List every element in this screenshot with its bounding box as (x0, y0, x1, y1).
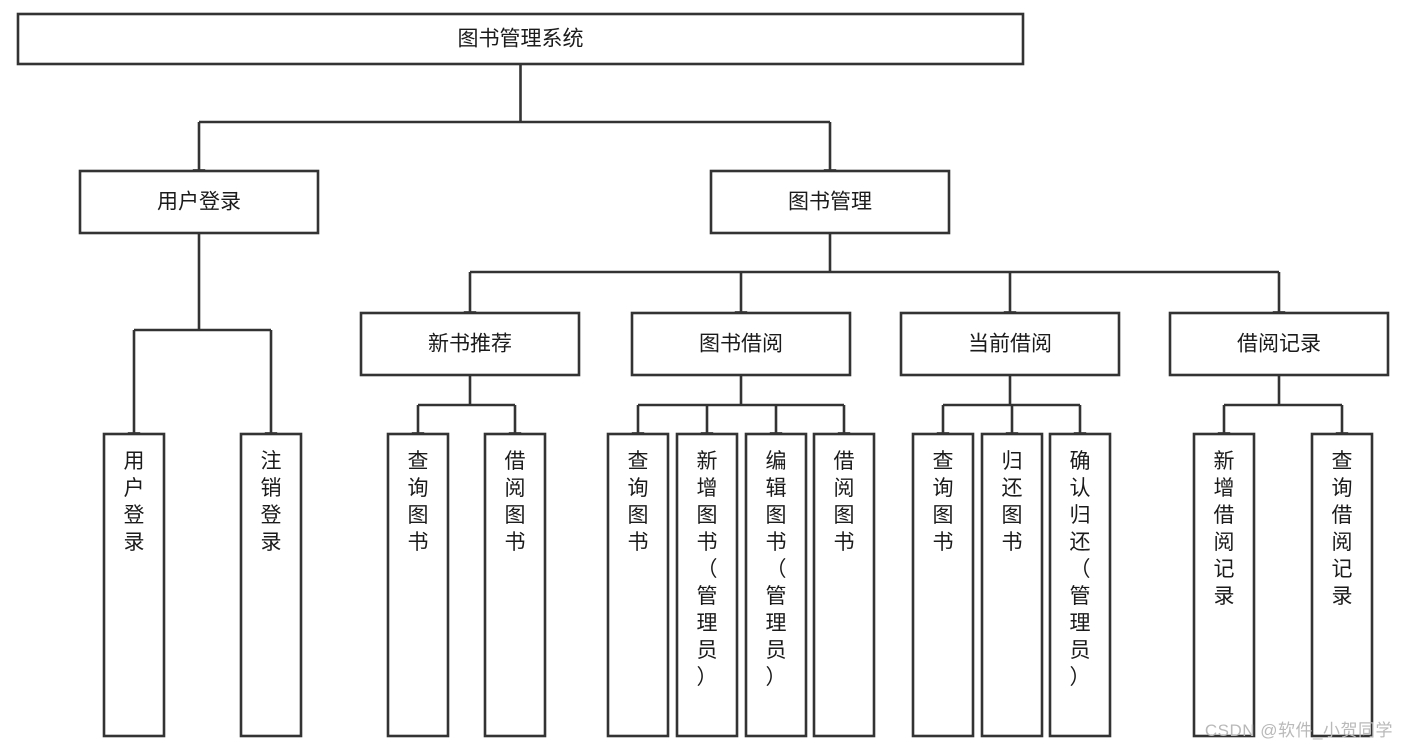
node-label-leaf-borrow-book-1: 借阅图书 (505, 450, 526, 554)
node-box-leaf-query-book-3 (911, 432, 975, 738)
node-book-borrow[interactable]: 图书借阅 (630, 311, 852, 377)
node-box-leaf-return-book (980, 432, 1044, 738)
node-leaf-query-book-3[interactable]: 查询图书 (911, 432, 975, 738)
node-label-leaf-borrow-book-2: 借阅图书 (834, 450, 855, 554)
node-label-leaf-query-book-1: 查询图书 (408, 450, 429, 554)
node-label-root: 图书管理系统 (458, 28, 584, 51)
node-box-leaf-borrow-book-1 (483, 432, 547, 738)
node-leaf-add-book-admin[interactable]: 新增图书（管理员） (675, 432, 739, 738)
node-new-book-recommend[interactable]: 新书推荐 (359, 311, 581, 377)
node-label-borrow-record: 借阅记录 (1237, 333, 1321, 356)
node-box-leaf-add-book-admin (675, 432, 739, 738)
node-box-leaf-query-borrow-record (1310, 432, 1374, 738)
node-label-leaf-logout-login: 注销登录 (261, 450, 282, 554)
node-leaf-confirm-return-admin[interactable]: 确认归还（管理员） (1048, 432, 1112, 738)
node-label-book-borrow: 图书借阅 (699, 333, 783, 356)
node-label-leaf-query-borrow-record: 查询借阅记录 (1332, 450, 1353, 608)
node-book-manage[interactable]: 图书管理 (709, 169, 951, 235)
nodes-layer: 图书管理系统用户登录图书管理新书推荐图书借阅当前借阅借阅记录用户登录注销登录查询… (16, 12, 1390, 738)
node-leaf-edit-book-admin[interactable]: 编辑图书（管理员） (744, 432, 808, 738)
node-box-current-borrow (899, 311, 1121, 377)
node-leaf-borrow-book-2[interactable]: 借阅图书 (812, 432, 876, 738)
node-label-leaf-add-book-admin: 新增图书（管理员） (697, 450, 718, 689)
node-borrow-record[interactable]: 借阅记录 (1168, 311, 1390, 377)
node-label-leaf-query-book-2: 查询图书 (628, 450, 649, 554)
node-box-new-book-recommend (359, 311, 581, 377)
node-label-current-borrow: 当前借阅 (968, 333, 1052, 356)
node-leaf-query-borrow-record[interactable]: 查询借阅记录 (1310, 432, 1374, 738)
connectors-layer (127, 64, 1349, 444)
node-label-leaf-add-borrow-record: 新增借阅记录 (1214, 450, 1235, 608)
node-user-login[interactable]: 用户登录 (78, 169, 320, 235)
node-box-leaf-confirm-return-admin (1048, 432, 1112, 738)
node-label-leaf-return-book: 归还图书 (1002, 450, 1023, 554)
node-current-borrow[interactable]: 当前借阅 (899, 311, 1121, 377)
node-box-leaf-query-book-2 (606, 432, 670, 738)
node-leaf-query-book-2[interactable]: 查询图书 (606, 432, 670, 738)
node-label-user-login: 用户登录 (157, 191, 241, 214)
node-label-leaf-user-login: 用户登录 (124, 450, 145, 554)
node-box-book-borrow (630, 311, 852, 377)
node-box-borrow-record (1168, 311, 1390, 377)
node-box-leaf-add-borrow-record (1192, 432, 1256, 738)
node-leaf-logout-login[interactable]: 注销登录 (239, 432, 303, 738)
node-leaf-add-borrow-record[interactable]: 新增借阅记录 (1192, 432, 1256, 738)
node-box-user-login (78, 169, 320, 235)
node-label-leaf-confirm-return-admin: 确认归还（管理员） (1070, 450, 1091, 689)
node-leaf-user-login[interactable]: 用户登录 (102, 432, 166, 738)
node-root[interactable]: 图书管理系统 (16, 12, 1025, 66)
node-box-leaf-logout-login (239, 432, 303, 738)
node-label-book-manage: 图书管理 (788, 191, 872, 214)
node-label-leaf-query-book-3: 查询图书 (933, 450, 954, 554)
csdn-watermark: CSDN @软件_小贺同学 (1204, 721, 1393, 740)
node-label-leaf-edit-book-admin: 编辑图书（管理员） (766, 450, 787, 689)
node-label-new-book-recommend: 新书推荐 (428, 333, 512, 356)
node-box-root (16, 12, 1025, 66)
node-box-leaf-query-book-1 (386, 432, 450, 738)
node-leaf-query-book-1[interactable]: 查询图书 (386, 432, 450, 738)
node-box-book-manage (709, 169, 951, 235)
node-box-leaf-edit-book-admin (744, 432, 808, 738)
node-leaf-return-book[interactable]: 归还图书 (980, 432, 1044, 738)
node-box-leaf-user-login (102, 432, 166, 738)
node-leaf-borrow-book-1[interactable]: 借阅图书 (483, 432, 547, 738)
node-box-leaf-borrow-book-2 (812, 432, 876, 738)
